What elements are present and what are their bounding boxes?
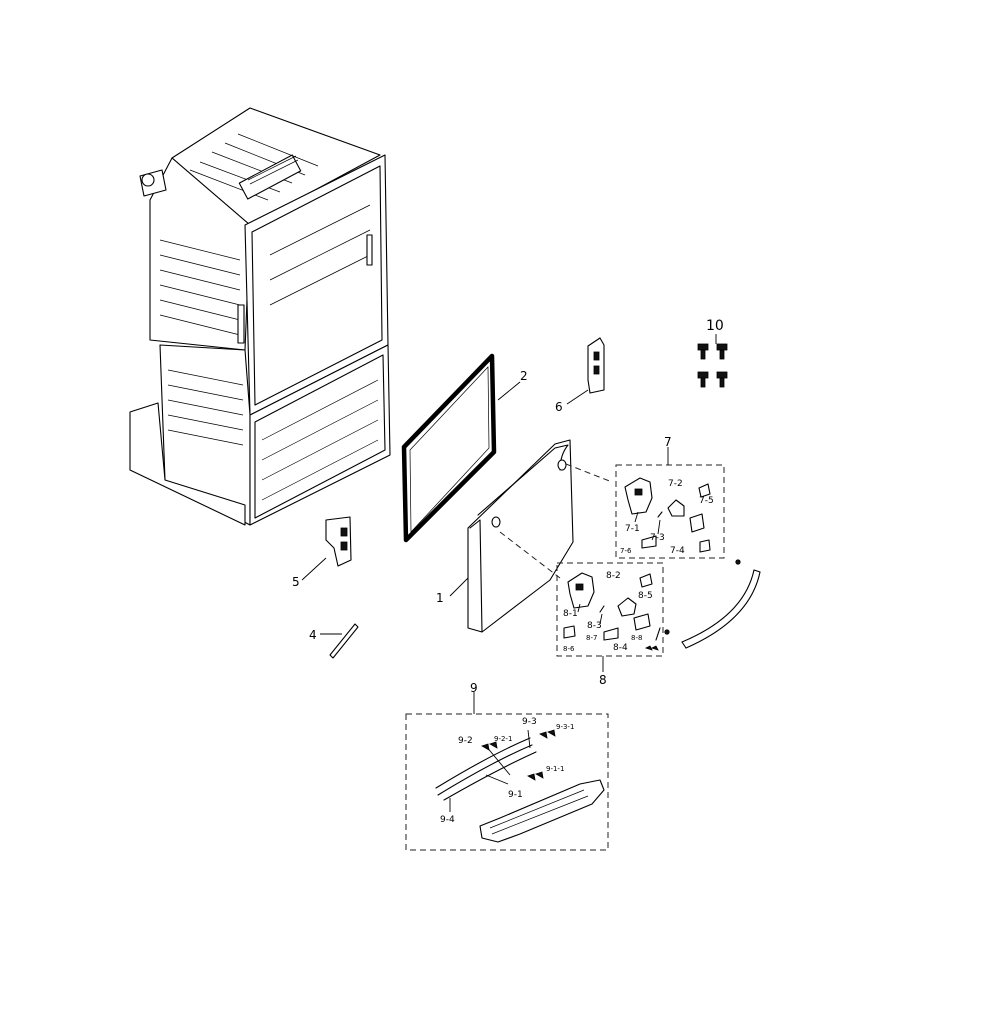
refrigerator-cabinet: [129, 107, 391, 526]
door-gasket: [401, 353, 497, 543]
callout-7-4: 7-4: [670, 546, 685, 556]
callout-8-8: 8-8: [631, 634, 642, 642]
callout-7-2: 7-2: [668, 479, 683, 489]
callout-7-5: 7-5: [699, 496, 714, 506]
right-bracket: [587, 337, 605, 394]
callout-8-1: 8-1: [563, 609, 578, 619]
callout-9-4: 9-4: [440, 815, 455, 825]
drawer-rail: [664, 559, 761, 649]
callout-labels: 1 2 4 5 6 7 7-1 7-2 7-3 7-4 7-5 7-6 8 8-…: [292, 318, 724, 825]
callout-8-2: 8-2: [606, 571, 621, 581]
callout-8-6: 8-6: [563, 645, 575, 653]
callout-9-3-1: 9-3-1: [556, 723, 574, 731]
callout-6: 6: [555, 400, 563, 414]
callout-9-1-1: 9-1-1: [546, 765, 564, 773]
left-bracket: [325, 516, 352, 567]
group-7-box: [615, 464, 725, 559]
assembly-guide-lines: [499, 463, 613, 579]
drawer-front-panel: [467, 439, 574, 633]
callout-8-5: 8-5: [638, 591, 653, 601]
callout-7-3: 7-3: [650, 533, 665, 543]
callout-5: 5: [292, 575, 300, 589]
callout-4: 4: [309, 628, 317, 642]
group-8-box: [556, 562, 664, 657]
callout-9: 9: [470, 681, 478, 695]
callout-1: 1: [436, 591, 444, 605]
rod-part: [329, 623, 359, 659]
callout-9-3: 9-3: [522, 717, 537, 727]
callout-8-4: 8-4: [613, 643, 628, 653]
leader-lines: [301, 334, 717, 812]
callout-9-2: 9-2: [458, 736, 473, 746]
callout-8: 8: [599, 673, 607, 687]
callout-9-2-1: 9-2-1: [494, 735, 512, 743]
group-9-box: [405, 713, 609, 851]
screws: [697, 343, 728, 388]
callout-2: 2: [520, 369, 528, 383]
callout-7-1: 7-1: [625, 524, 640, 534]
callout-8-3: 8-3: [587, 621, 602, 631]
callout-7: 7: [664, 435, 672, 449]
callout-9-1: 9-1: [508, 790, 523, 800]
callout-7-6: 7-6: [620, 547, 632, 555]
callout-10: 10: [706, 318, 724, 334]
callout-8-7: 8-7: [586, 634, 597, 642]
